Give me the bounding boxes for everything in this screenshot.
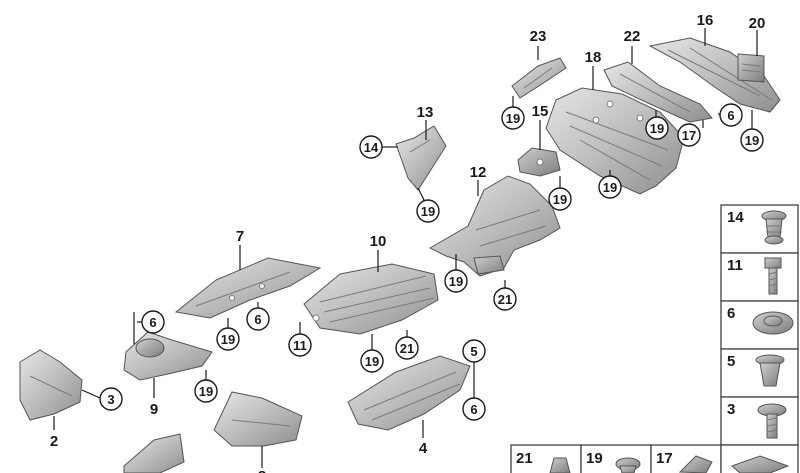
svg-text:14: 14 [727,209,744,226]
part-10-heat-shield [303,263,439,335]
svg-text:6: 6 [254,312,261,327]
callout-23: 23 [530,28,547,45]
circled-callout-17: 17 [677,123,701,147]
svg-text:21: 21 [400,341,414,356]
legend-item-19: 19 [580,444,652,473]
part-2-bracket [19,349,83,421]
legend-item-blank-shield [720,444,799,473]
circled-callout-19: 19 [216,327,240,351]
circled-callout-6: 6 [462,397,486,421]
svg-text:5: 5 [470,344,477,359]
part-12-heat-shield [428,175,561,277]
svg-text:19: 19 [603,180,617,195]
part-bottom-fragment [123,433,185,473]
part-23-bracket [511,57,567,99]
svg-text:6: 6 [149,315,156,330]
svg-text:11: 11 [293,338,307,353]
callout-10: 10 [370,233,387,250]
circled-callout-6: 6 [141,310,165,334]
circled-callout-19: 19 [360,349,384,373]
svg-text:6: 6 [470,402,477,417]
callout-18: 18 [585,49,602,66]
circled-callout-5: 5 [462,339,486,363]
svg-text:6: 6 [727,108,734,123]
svg-text:17: 17 [682,128,696,143]
callout-22: 22 [624,28,641,45]
part-8-bracket [213,391,303,447]
leader-lines [53,28,758,468]
circled-callout-19: 19 [740,128,764,152]
callout-7: 7 [236,228,244,245]
callout-4: 4 [419,440,428,457]
part-4-heat-shield [347,355,471,431]
circled-callout-6: 6 [719,103,743,127]
svg-text:17: 17 [656,450,673,467]
circled-callout-19: 19 [444,269,468,293]
part-20-plate [737,53,765,83]
legend-side: 14 11 6 5 3 [720,204,799,446]
svg-text:14: 14 [364,140,379,155]
svg-text:19: 19 [745,133,759,148]
legend-item-17: 17 [650,444,722,473]
svg-text:11: 11 [727,257,743,274]
svg-text:6: 6 [727,305,735,322]
circled-callout-6: 6 [246,307,270,331]
part-9-bracket [123,331,213,381]
svg-text:3: 3 [107,392,114,407]
circled-callout-21: 21 [395,336,419,360]
svg-text:19: 19 [553,192,567,207]
callout-20: 20 [749,15,766,32]
legend-item-21: 21 [510,444,582,473]
part-15-bracket [517,147,561,177]
svg-text:19: 19 [650,121,664,136]
legend-bottom: 21 19 17 [510,444,799,473]
circled-callout-19: 19 [548,187,572,211]
callout-2: 2 [50,433,58,450]
legend-item-3: 3 [720,396,799,446]
legend-item-14: 14 [720,204,799,254]
svg-text:19: 19 [421,204,435,219]
part-13-bracket [395,125,447,191]
svg-text:19: 19 [199,384,213,399]
callout-9: 9 [150,401,158,418]
svg-text:19: 19 [506,111,520,126]
circled-callout-11: 11 [288,333,312,357]
callout-13: 13 [417,104,434,121]
svg-text:19: 19 [365,354,379,369]
legend-item-5: 5 [720,348,799,398]
circled-callout-19: 19 [645,116,669,140]
svg-text:3: 3 [727,401,735,418]
callout-15: 15 [532,103,549,120]
circled-callout-19: 19 [598,175,622,199]
legend-item-11: 11 [720,252,799,302]
callout-8: 8 [258,468,266,473]
circled-callout-19: 19 [501,106,525,130]
part-16-heat-shield [648,37,781,113]
svg-text:21: 21 [516,450,533,467]
callout-16: 16 [697,12,714,29]
svg-text:21: 21 [498,292,512,307]
circled-callout-21: 21 [493,287,517,311]
callout-12: 12 [470,164,487,181]
circled-callout-14: 14 [359,135,383,159]
part-7-panel [174,257,322,319]
svg-text:5: 5 [727,353,735,370]
part-18-heat-shield [545,87,685,195]
legend-item-6: 6 [720,300,799,350]
circled-callout-3: 3 [99,387,123,411]
circled-callout-19: 19 [194,379,218,403]
circled-callout-19: 19 [416,199,440,223]
part-22-bracket [603,61,713,123]
svg-text:19: 19 [586,450,603,467]
svg-text:19: 19 [221,332,235,347]
svg-text:19: 19 [449,274,463,289]
